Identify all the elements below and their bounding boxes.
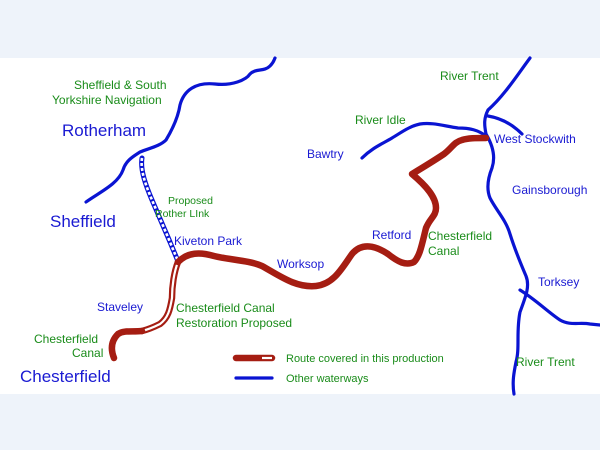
label-west-stockwith: West Stockwith [494,132,576,146]
label-worksop: Worksop [277,257,324,271]
legend-waterways-label: Other waterways [286,373,369,385]
label-sheffield: Sheffield [50,212,116,231]
route-covered [108,134,490,362]
other-waterways [84,56,600,396]
label-restoration-line1: Chesterfield Canal [176,301,275,315]
label-proposed-rother-link-line1: Proposed [168,195,213,207]
map-panel [0,58,600,394]
label-restoration-line2: Restoration Proposed [176,316,292,330]
label-chesterfield-canal-west-line2: Canal [72,346,103,360]
map-legend: Route covered in this production Other w… [232,353,444,385]
sheffield-south-yorkshire-navigation [84,56,277,204]
chesterfield-canal-restoration [138,258,182,335]
label-chesterfield-canal-east-line2: Canal [428,244,459,258]
label-chesterfield-canal-east-line1: Chesterfield [428,229,492,243]
label-sheffield-south-yorkshire-line2: Yorkshire Navigation [52,93,162,107]
proposed-rother-link [139,155,181,265]
label-kiveton-park: Kiveton Park [174,234,243,248]
label-proposed-rother-link-line2: Rother LInk [155,208,210,220]
label-river-trent-north: River Trent [440,69,499,83]
river-idle [360,121,488,160]
label-retford: Retford [372,228,411,242]
trent-north-spur [486,114,524,136]
trent-branch-east [518,288,600,327]
label-bawtry: Bawtry [307,147,344,161]
route-east-section [174,134,490,290]
label-sheffield-south-yorkshire-line1: Sheffield & South [74,78,167,92]
label-staveley: Staveley [97,300,143,314]
label-chesterfield: Chesterfield [20,367,111,386]
label-rotherham: Rotherham [62,121,146,140]
legend-route-label: Route covered in this production [286,353,444,365]
label-river-trent-south: River Trent [516,355,575,369]
river-trent [483,56,532,396]
map-labels: Sheffield & South Yorkshire Navigation R… [20,69,587,386]
label-torksey: Torksey [538,275,579,289]
label-chesterfield-canal-west-line1: Chesterfield [34,332,98,346]
route-west-section [108,327,146,362]
label-river-idle: River Idle [355,113,406,127]
label-gainsborough: Gainsborough [512,183,587,197]
